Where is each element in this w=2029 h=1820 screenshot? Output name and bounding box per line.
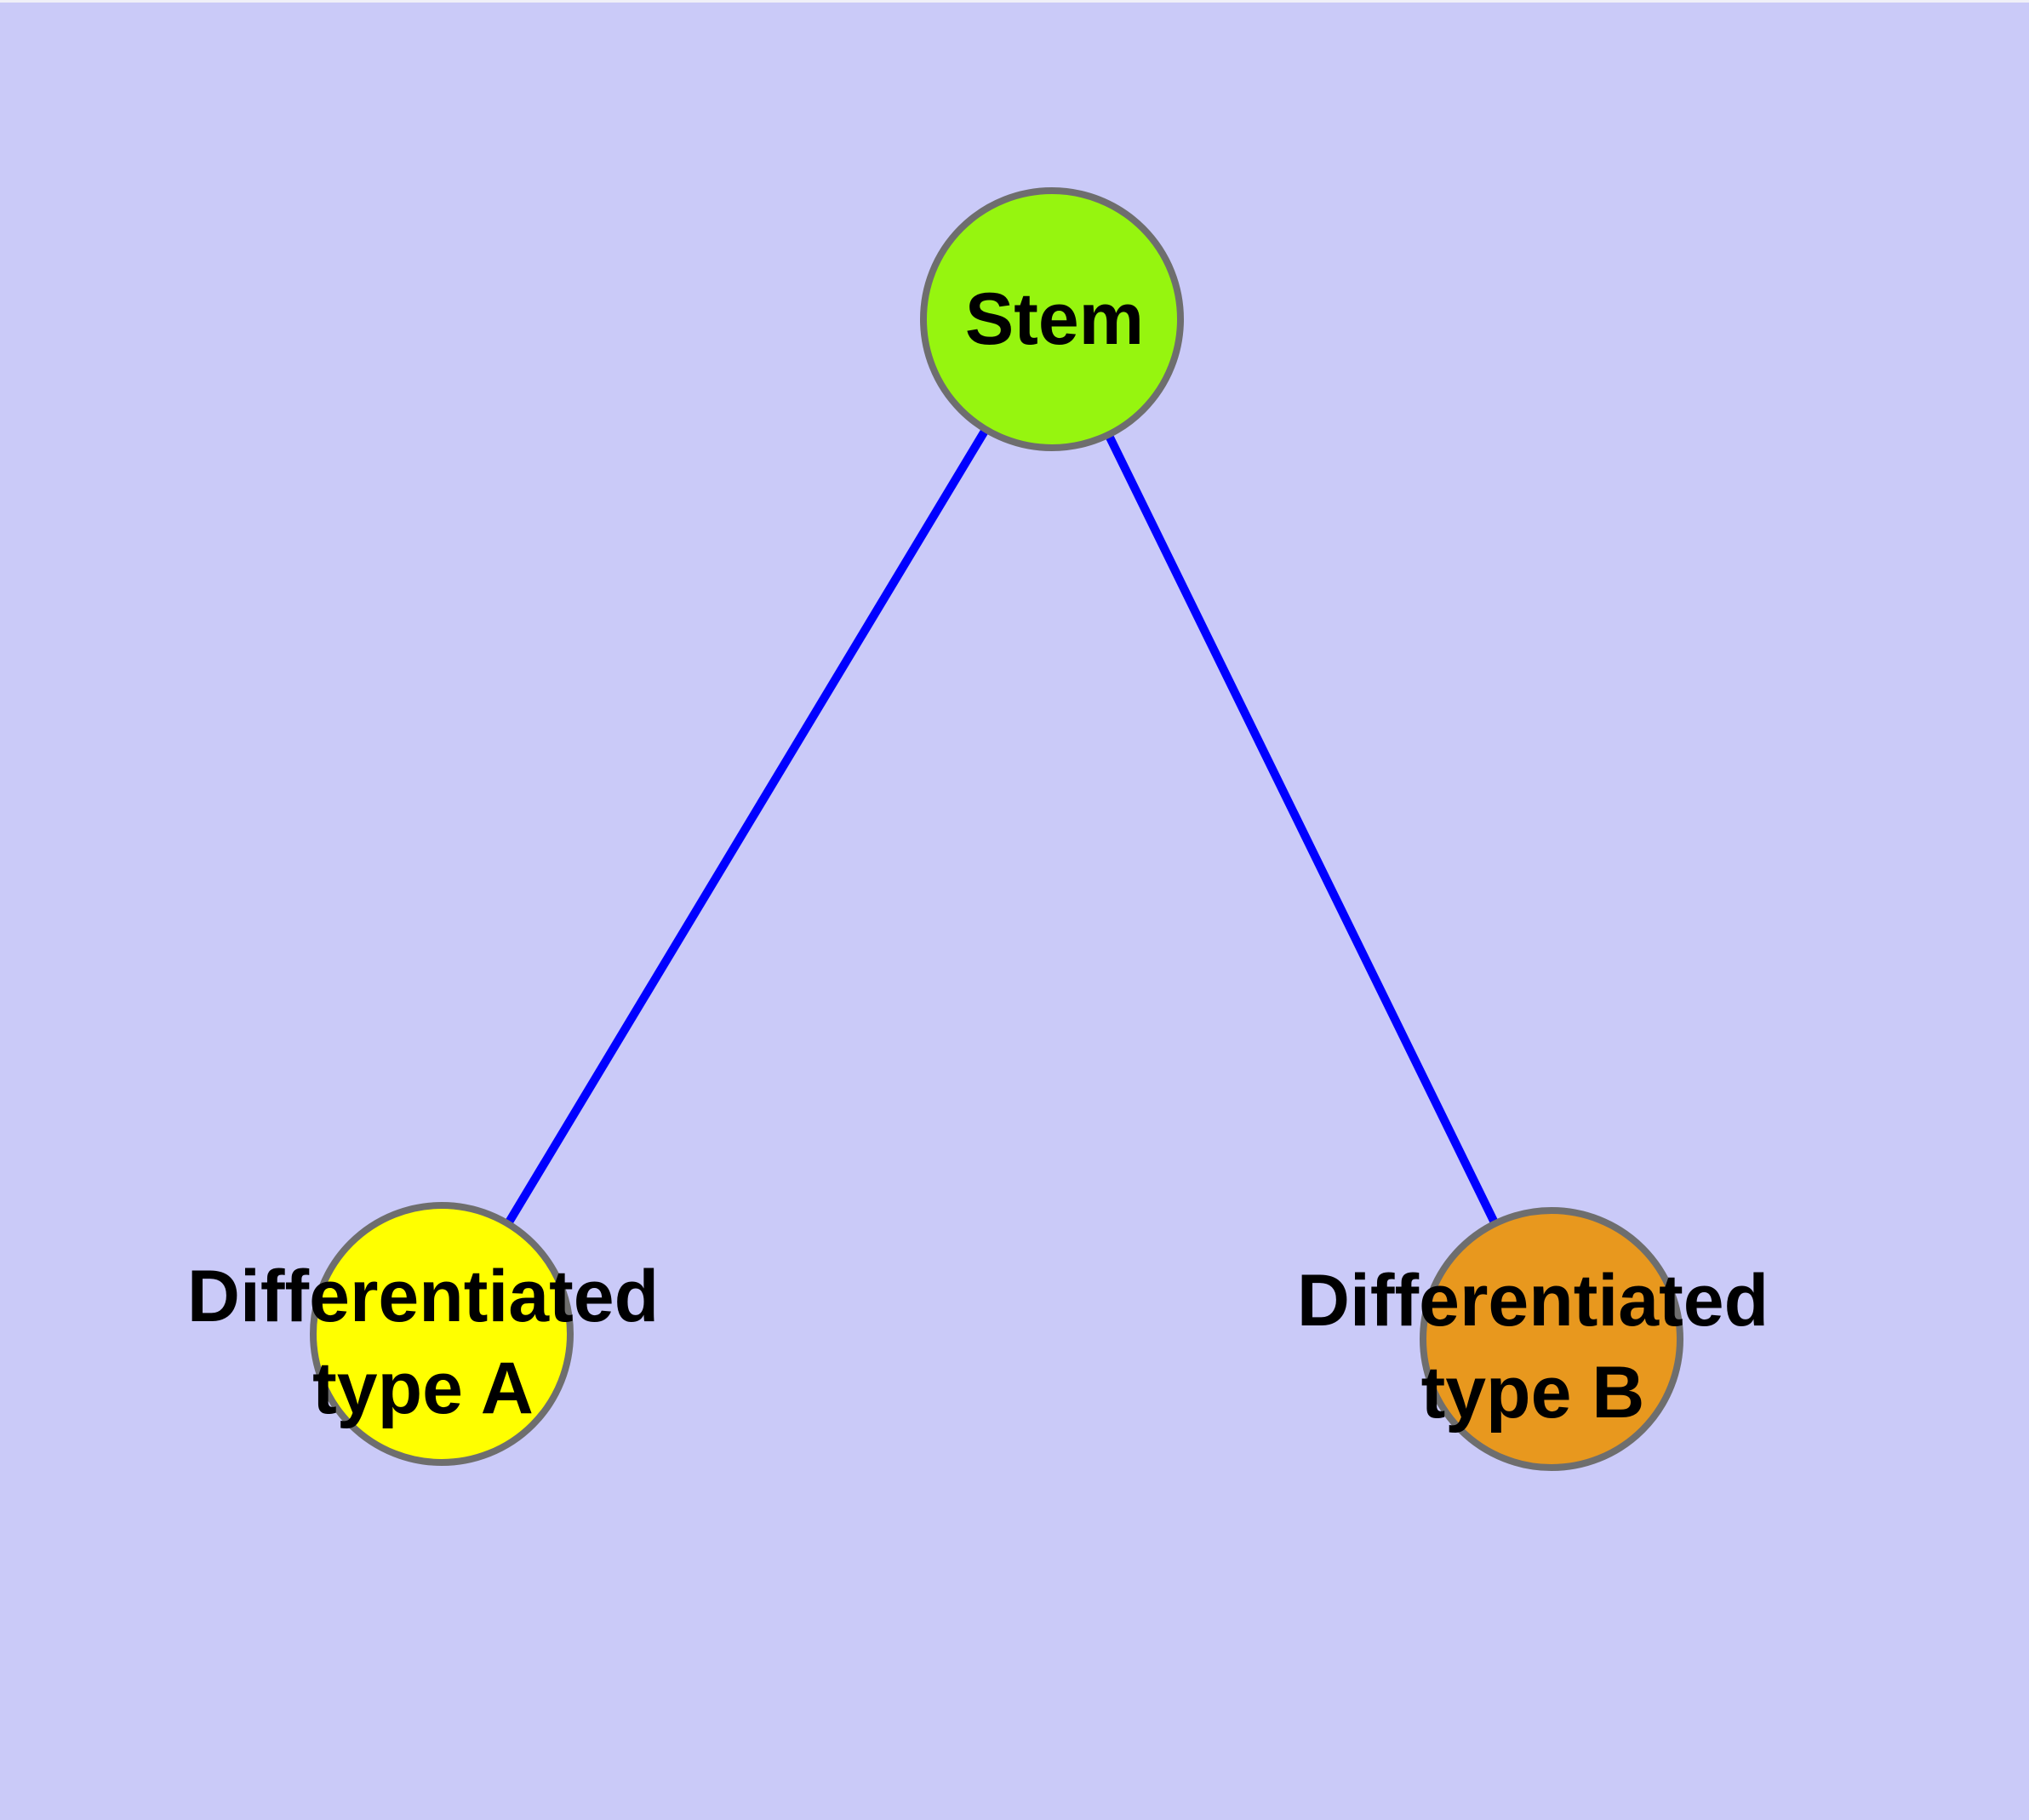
node-type-b-label-line1: Differentiated — [1297, 1260, 1769, 1342]
node-type-b-circle — [1420, 1207, 1683, 1471]
edge-stem-to-type-a — [437, 317, 1056, 1336]
node-type-a-circle — [310, 1202, 574, 1466]
edge-stem-to-type-b — [1048, 317, 1556, 1342]
top-border — [0, 0, 2029, 3]
node-type-a-label-line2: type A — [312, 1348, 534, 1429]
node-type-a-label-line1: Differentiated — [187, 1256, 659, 1337]
node-stem-circle — [920, 187, 1184, 451]
node-type-b-label-line2: type B — [1421, 1352, 1645, 1434]
node-stem-label: Stem — [965, 278, 1144, 360]
